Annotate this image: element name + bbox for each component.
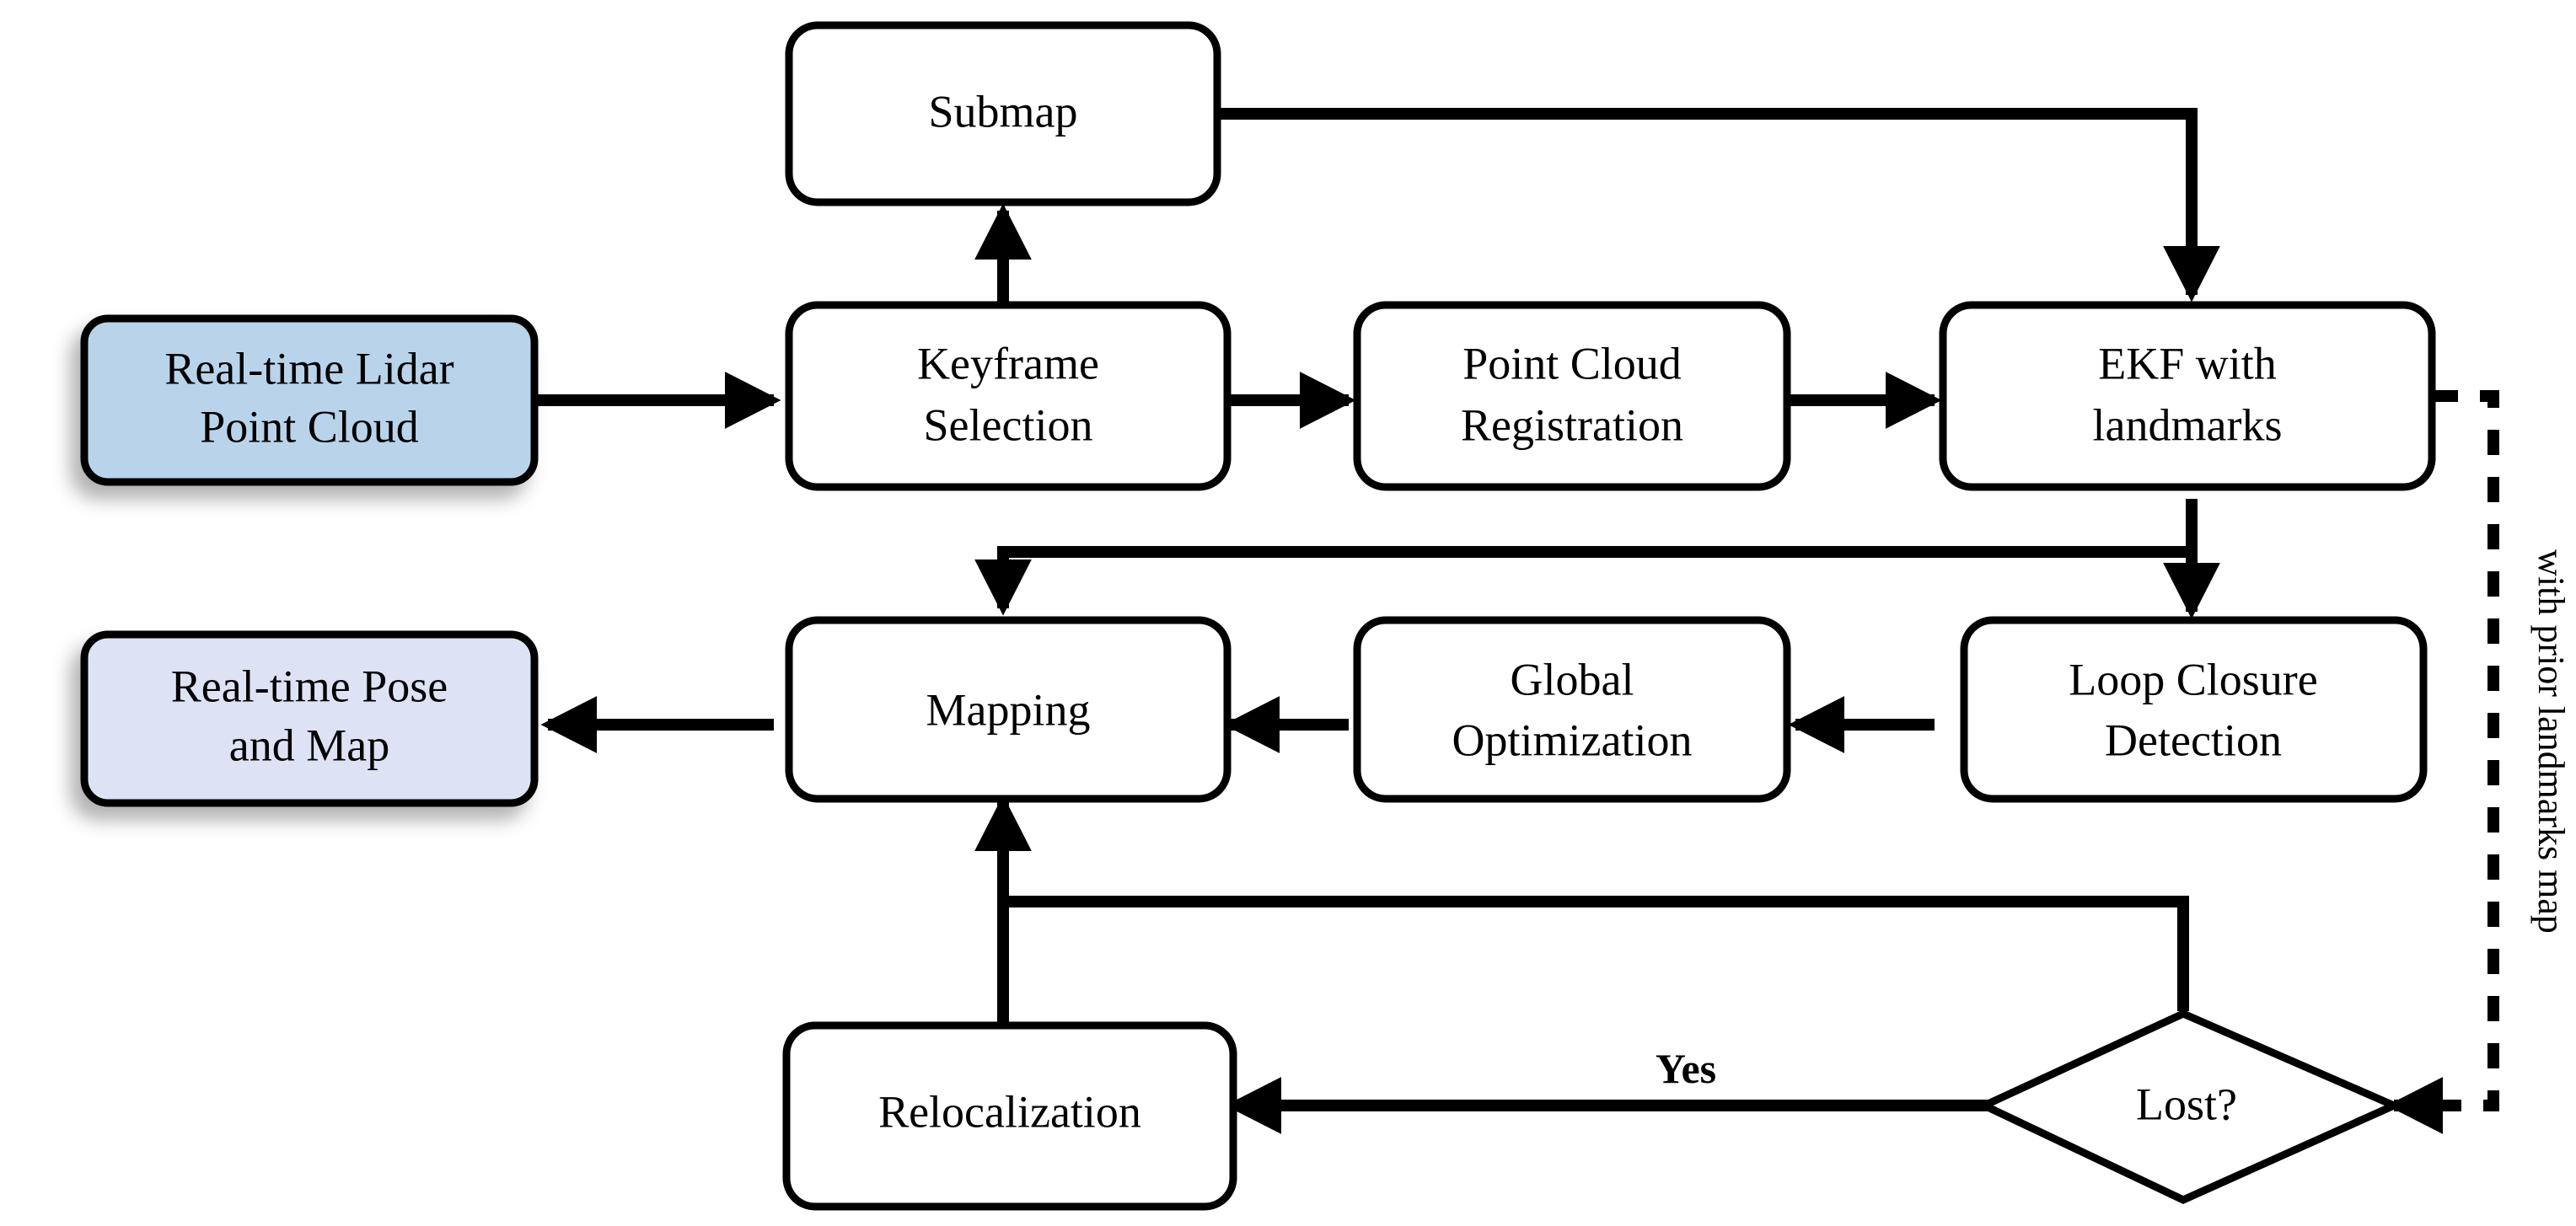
node-submap-shape [785, 21, 1221, 206]
node-global-optimization-label-line1: Global [1511, 654, 1634, 704]
node-lidar-input-label-line2: Point Cloud [200, 401, 419, 452]
node-loop-closure-detection-shape [1960, 616, 2428, 803]
node-relocalization-label: Relocalization [878, 1086, 1141, 1137]
node-keyframe-selection-label-line2: Selection [924, 399, 1093, 450]
node-relocalization-shape [782, 1021, 1237, 1211]
node-ekf-with-landmarks-shape [1939, 301, 2436, 491]
node-lost-decision-shape [1975, 1009, 2404, 1204]
edge-label-yes: Yes [1656, 1045, 1716, 1092]
node-mapping-shape [785, 616, 1232, 803]
node-pose-output-label-line2: and Map [229, 720, 389, 770]
edge-layer [534, 108, 2499, 1134]
node-keyframe-selection-shape [785, 301, 1232, 491]
node-pose-output-label-line1: Real-time Pose [171, 661, 448, 711]
node-pose-output[interactable]: Real-time Pose and Map [80, 630, 539, 807]
node-global-optimization[interactable]: Global Optimization [1353, 616, 1791, 803]
node-loop-closure-detection[interactable]: Loop Closure Detection [1960, 616, 2428, 803]
node-mapping[interactable]: Mapping [785, 616, 1232, 803]
node-ekf-with-landmarks-label-line1: EKF with [2098, 338, 2277, 388]
node-keyframe-selection-label-line1: Keyframe [917, 338, 1099, 388]
node-loop-closure-detection-label-line1: Loop Closure [2069, 654, 2317, 704]
node-submap-label: Submap [928, 86, 1077, 137]
edge-prior-landmarks-map-dashed [2386, 390, 2499, 1134]
edge-ekf-to-mapping [974, 546, 2192, 616]
node-mapping-label: Mapping [926, 684, 1091, 735]
node-keyframe-selection[interactable]: Keyframe Selection [785, 301, 1232, 491]
node-ekf-with-landmarks[interactable]: EKF with landmarks [1939, 301, 2436, 491]
node-lost-decision-label: Lost? [2136, 1079, 2237, 1129]
node-global-optimization-shape [1353, 616, 1791, 803]
node-lidar-input-shape [80, 314, 539, 486]
node-ekf-with-landmarks-label-line2: landmarks [2093, 399, 2283, 450]
node-point-cloud-registration-label-line1: Point Cloud [1462, 338, 1682, 388]
node-pose-output-shape [80, 630, 539, 807]
node-submap[interactable]: Submap [785, 21, 1221, 206]
node-lidar-input-label-line1: Real-time Lidar [164, 343, 453, 393]
node-loop-closure-detection-label-line2: Detection [2105, 715, 2282, 765]
node-relocalization[interactable]: Relocalization [782, 1021, 1237, 1211]
node-point-cloud-registration-label-line2: Registration [1461, 399, 1683, 450]
node-global-optimization-label-line2: Optimization [1452, 715, 1693, 765]
node-point-cloud-registration-shape [1353, 301, 1791, 491]
edge-relocalization-branch-to-lost [1003, 896, 2189, 1011]
edge-label-prior-landmarks-map: with prior landmarks map [2530, 549, 2572, 934]
node-point-cloud-registration[interactable]: Point Cloud Registration [1353, 301, 1791, 491]
edge-submap-to-ekf [1217, 108, 2220, 302]
node-lidar-input[interactable]: Real-time Lidar Point Cloud [80, 314, 539, 486]
node-lost-decision[interactable]: Lost? [1975, 1009, 2404, 1204]
